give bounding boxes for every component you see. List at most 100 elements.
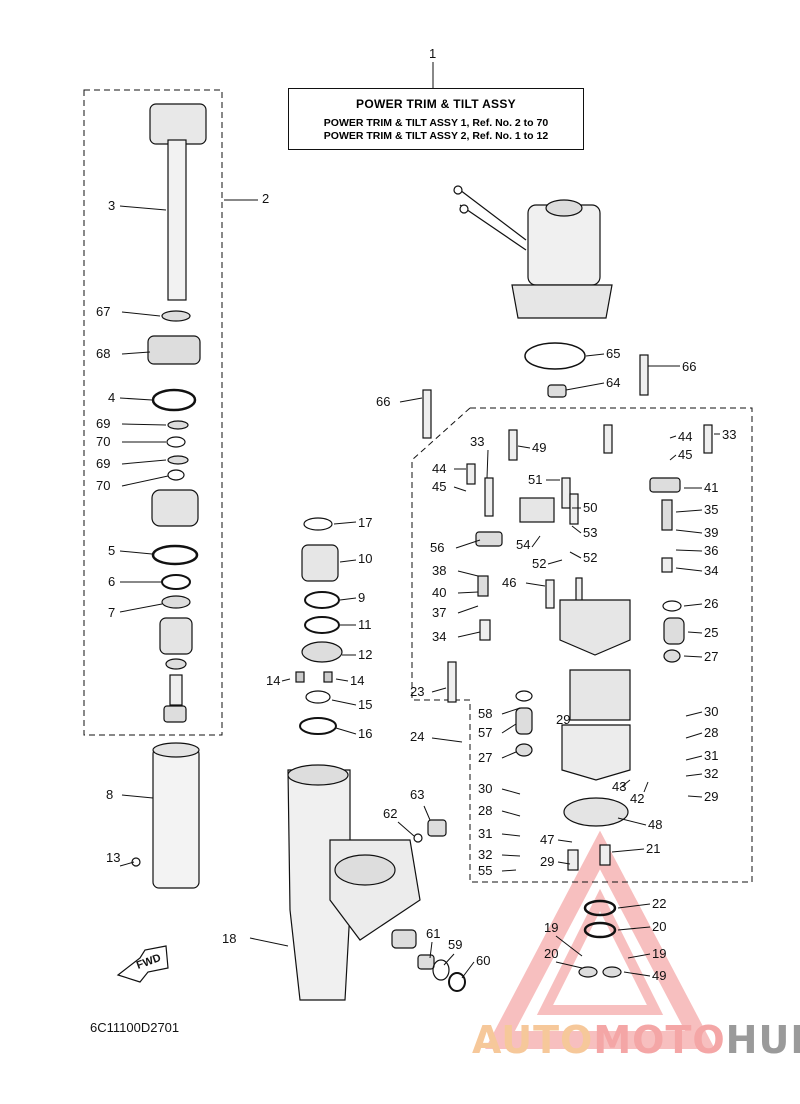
leader-line (333, 521, 357, 525)
leader-line (397, 821, 415, 837)
leader-line (501, 854, 521, 857)
title-box: POWER TRIM & TILT ASSY POWER TRIM & TILT… (288, 88, 584, 150)
callout-25: 25 (704, 625, 718, 640)
callout-70: 70 (96, 434, 110, 449)
callout-45: 45 (678, 447, 692, 462)
callout-30: 30 (704, 704, 718, 719)
leader-line (627, 953, 651, 959)
callout-20: 20 (652, 919, 666, 934)
leader-line (525, 582, 546, 587)
callout-24: 24 (410, 729, 424, 744)
assy-2-boundary (83, 89, 223, 736)
callout-32: 32 (478, 847, 492, 862)
leader-line (249, 937, 289, 947)
callout-57: 57 (478, 725, 492, 740)
leader-line (501, 810, 521, 817)
callout-35: 35 (704, 502, 718, 517)
leader-line (335, 727, 357, 735)
callout-32: 32 (704, 766, 718, 781)
callout-61: 61 (426, 926, 440, 941)
callout-44: 44 (432, 461, 446, 476)
callout-45: 45 (432, 479, 446, 494)
callout-67: 67 (96, 304, 110, 319)
leader-line (339, 597, 357, 601)
leader-line (501, 788, 521, 795)
leader-line (565, 382, 605, 391)
center-parts-group (287, 517, 466, 1001)
callout-26: 26 (704, 596, 718, 611)
leader-line (531, 535, 541, 548)
callout-46: 46 (502, 575, 516, 590)
callout-30: 30 (478, 781, 492, 796)
callout-65: 65 (606, 346, 620, 361)
callout-34: 34 (704, 563, 718, 578)
callout-38: 38 (432, 563, 446, 578)
tilt-ram-group (131, 103, 207, 889)
leader-line (685, 711, 703, 717)
callout-6: 6 (108, 574, 115, 589)
leader-line (119, 205, 167, 211)
callout-10: 10 (358, 551, 372, 566)
callout-40: 40 (432, 585, 446, 600)
leader-line (443, 953, 455, 966)
leader-line (121, 311, 161, 317)
callout-69: 69 (96, 456, 110, 471)
callout-49: 49 (652, 968, 666, 983)
callout-19: 19 (652, 946, 666, 961)
callout-44: 44 (678, 429, 692, 444)
leader-line (619, 779, 631, 789)
callout-37: 37 (432, 605, 446, 620)
callout-36: 36 (704, 543, 718, 558)
leader-line (121, 351, 151, 355)
callout-13: 13 (106, 850, 120, 865)
callout-33: 33 (470, 434, 484, 449)
callout-70: 70 (96, 478, 110, 493)
leader-line (675, 549, 703, 552)
title-assy-2: POWER TRIM & TILT ASSY 2, Ref. No. 1 to … (323, 130, 549, 142)
callout-42: 42 (630, 791, 644, 806)
callout-56: 56 (430, 540, 444, 555)
leader-line (555, 935, 583, 957)
callout-14: 14 (266, 673, 280, 688)
callout-59: 59 (448, 937, 462, 952)
leader-line (683, 655, 703, 658)
leader-line (501, 707, 521, 715)
assy-1-boundary (411, 407, 753, 883)
leader-line (455, 539, 481, 549)
callout-21: 21 (646, 841, 660, 856)
leader-line (517, 445, 531, 449)
callout-66: 66 (682, 359, 696, 374)
leader-line (675, 529, 703, 534)
leader-line (119, 603, 163, 613)
leader-line (457, 631, 481, 638)
leader-line (547, 559, 563, 565)
leader-line (555, 961, 583, 969)
leader-line (429, 941, 433, 959)
callout-title-ref: 1 (429, 46, 436, 61)
callout-48: 48 (648, 817, 662, 832)
callout-58: 58 (478, 706, 492, 721)
callout-3: 3 (108, 198, 115, 213)
leader-line (431, 737, 463, 743)
leader-line (687, 795, 703, 798)
callout-18: 18 (222, 931, 236, 946)
leader-line (685, 773, 703, 777)
callout-52: 52 (583, 550, 597, 565)
callout-16: 16 (358, 726, 372, 741)
leader-line (121, 475, 169, 487)
leader-line (281, 678, 291, 682)
callout-51: 51 (528, 472, 542, 487)
callout-49: 49 (532, 440, 546, 455)
leader-line (571, 525, 582, 534)
diagram-code: 6C11100D2701 (90, 1020, 180, 1035)
callout-22: 22 (652, 896, 666, 911)
leader-line (121, 459, 167, 465)
callout-9: 9 (358, 590, 365, 605)
motor-group (453, 185, 613, 398)
leader-line (461, 961, 475, 979)
callout-12: 12 (358, 647, 372, 662)
leader-line (569, 551, 582, 559)
leader-line (431, 687, 447, 693)
callout-27: 27 (478, 750, 492, 765)
